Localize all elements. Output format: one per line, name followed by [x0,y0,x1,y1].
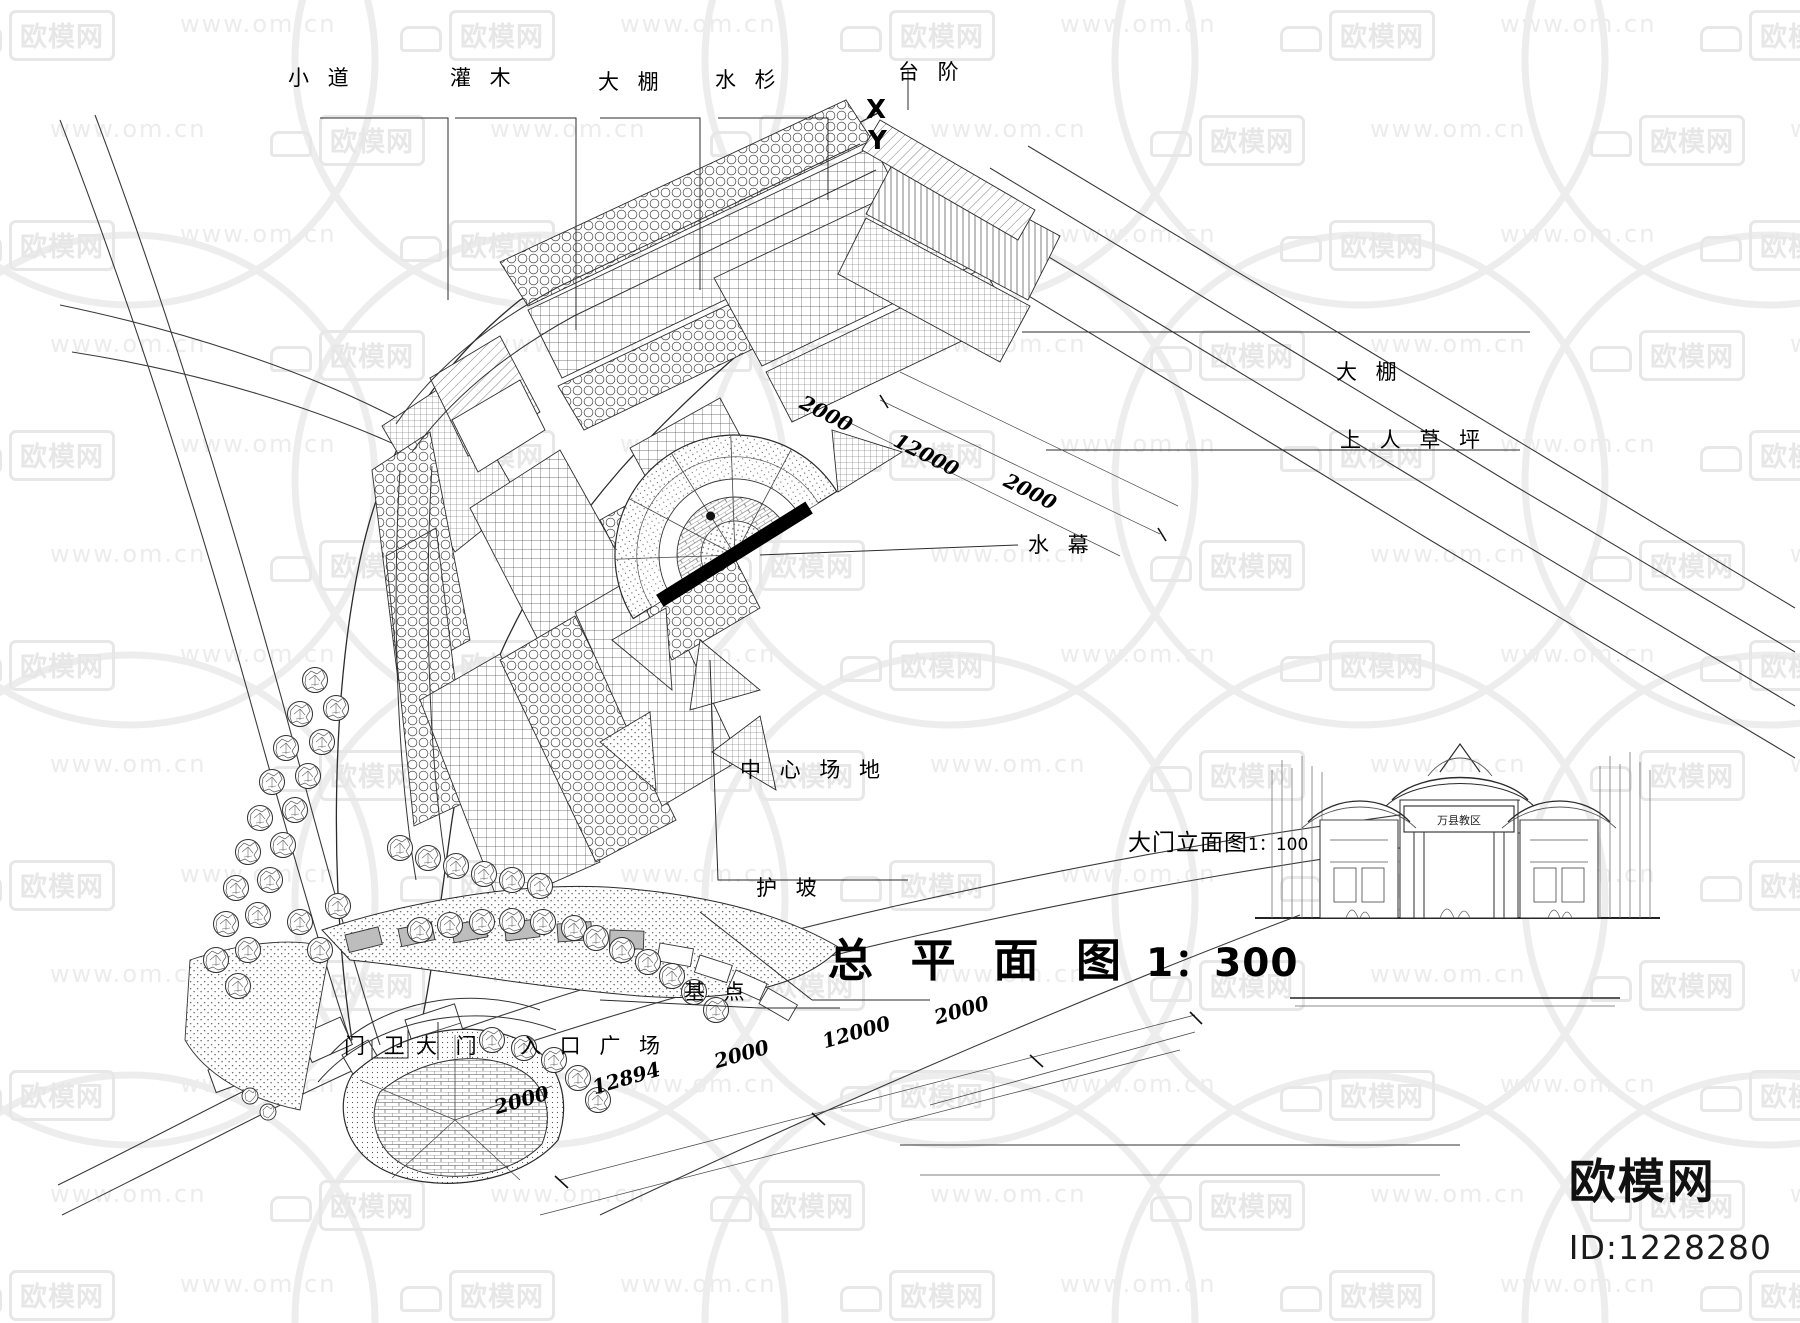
label-hupo: 护 坡 [756,876,823,900]
elevation-scale: 1：100 [1248,835,1309,855]
plan-title: 总 平 面 图 [828,934,1132,987]
entry-area [184,885,841,1184]
x-marker: X [866,95,887,125]
label-shuimu: 水 幕 [1028,533,1095,557]
central-plaza [614,434,838,620]
label-zhongxin-changdi: 中 心 场 地 [740,758,887,782]
label-shangren-caoping: 上 人 草 坪 [1340,428,1487,452]
label-taijie: 台 阶 [898,60,965,84]
leader-lines [320,70,1530,1060]
elevation-title: 大门立面图 [1128,830,1248,856]
label-menwei: 门 卫 [344,1034,411,1058]
brand-name: 欧模网 [1568,1155,1716,1210]
gate-sign-text: 万县教区 [1437,814,1481,827]
planting-blocks-central [371,335,781,907]
planting-strips-upper [499,99,1061,431]
label-guanmu: 灌 木 [450,66,517,90]
dimension-lines-upper [839,371,1179,557]
plan-title-group: 总 平 面 图 1：300 [828,938,1299,983]
brand-block: 欧模网 ID:1228280 [1569,1143,1772,1267]
gate-elevation-drawing [1255,742,1660,1007]
y-marker: Y [868,126,887,156]
brand-id: ID:1228280 [1568,1228,1772,1267]
minor-path [395,143,877,881]
plan-title-scale: 1：300 [1146,941,1299,986]
label-rukou-guangchang: 入 口 广 场 [520,1034,667,1058]
label-damen: 大 门 [416,1034,483,1058]
label-shuisha: 水 杉 [715,68,782,92]
label-jidian: 基 点 [684,980,751,1004]
label-dapeng-right: 大 棚 [1336,360,1403,384]
label-xiaodao: 小 道 [288,66,355,90]
dimension-lines-lower [539,1011,1460,1216]
label-dapeng-top: 大 棚 [598,70,665,94]
elevation-title-group: 大门立面图1：100 [1128,832,1308,855]
